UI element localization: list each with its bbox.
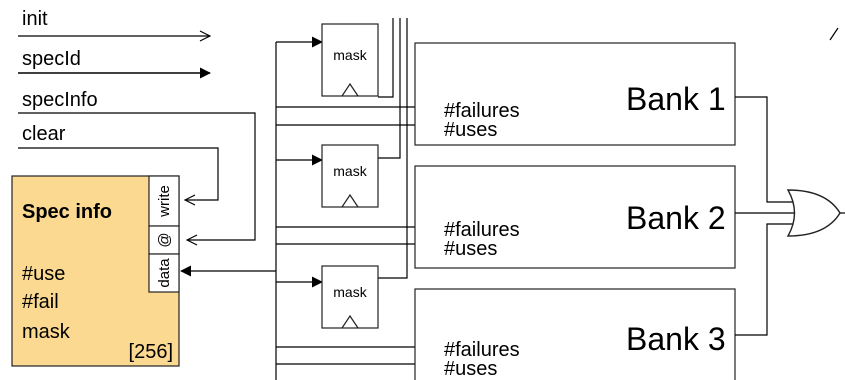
spec-info-table: Spec info #use #fail mask [256] write @ … bbox=[11, 175, 180, 367]
mask-label-1: mask bbox=[333, 47, 367, 63]
bank-1-failures: #failures bbox=[444, 100, 520, 122]
spec-field-use: #use bbox=[22, 263, 65, 285]
bank-1-label: Bank 1 bbox=[626, 81, 726, 117]
or-gate bbox=[786, 189, 845, 237]
bank-2-label: Bank 2 bbox=[626, 200, 726, 236]
clock-icon bbox=[341, 314, 359, 329]
bank-input-lines bbox=[276, 101, 437, 370]
mask-label-3: mask bbox=[333, 284, 367, 300]
signal-specid: specId bbox=[18, 48, 211, 79]
bank-3: Bank 3 #failures #uses bbox=[414, 288, 736, 380]
spec-field-mask: mask bbox=[22, 321, 71, 343]
mask-label-2: mask bbox=[333, 163, 367, 179]
signal-init-label: init bbox=[22, 8, 48, 30]
data-bus bbox=[180, 36, 323, 380]
stray-mark bbox=[829, 27, 839, 41]
spec-field-fail: #fail bbox=[22, 291, 59, 313]
bank-2: Bank 2 #failures #uses bbox=[414, 165, 736, 269]
bank-3-label: Bank 3 bbox=[626, 321, 726, 357]
bank-output-lines bbox=[735, 96, 797, 336]
clock-icon bbox=[341, 82, 359, 97]
mask-register-3: mask bbox=[321, 265, 379, 329]
bank-3-uses: #uses bbox=[444, 358, 497, 380]
clock-icon bbox=[341, 193, 359, 208]
mask-register-2: mask bbox=[321, 144, 379, 208]
signal-specinfo-label: specInfo bbox=[22, 89, 98, 111]
port-write bbox=[148, 175, 180, 227]
port-data bbox=[148, 253, 180, 293]
mask-register-1: mask bbox=[321, 23, 379, 97]
signal-clear: clear bbox=[18, 123, 219, 200]
port-write-label: write bbox=[156, 185, 173, 218]
signal-clear-label: clear bbox=[22, 123, 66, 145]
bank-3-failures: #failures bbox=[444, 339, 520, 361]
bank-2-uses: #uses bbox=[444, 238, 497, 260]
port-data-label: data bbox=[156, 258, 173, 288]
signal-specid-label: specId bbox=[22, 48, 81, 70]
bank-2-failures: #failures bbox=[444, 219, 520, 241]
control-lines bbox=[378, 18, 408, 279]
spec-info-title: Spec info bbox=[22, 201, 112, 223]
bank-1-uses: #uses bbox=[444, 119, 497, 141]
signal-specinfo: specInfo bbox=[18, 89, 256, 240]
spec-table-size: [256] bbox=[129, 341, 173, 363]
signal-init: init bbox=[18, 8, 210, 36]
port-address-label: @ bbox=[156, 232, 173, 247]
bank-1: Bank 1 #failures #uses bbox=[414, 42, 736, 146]
